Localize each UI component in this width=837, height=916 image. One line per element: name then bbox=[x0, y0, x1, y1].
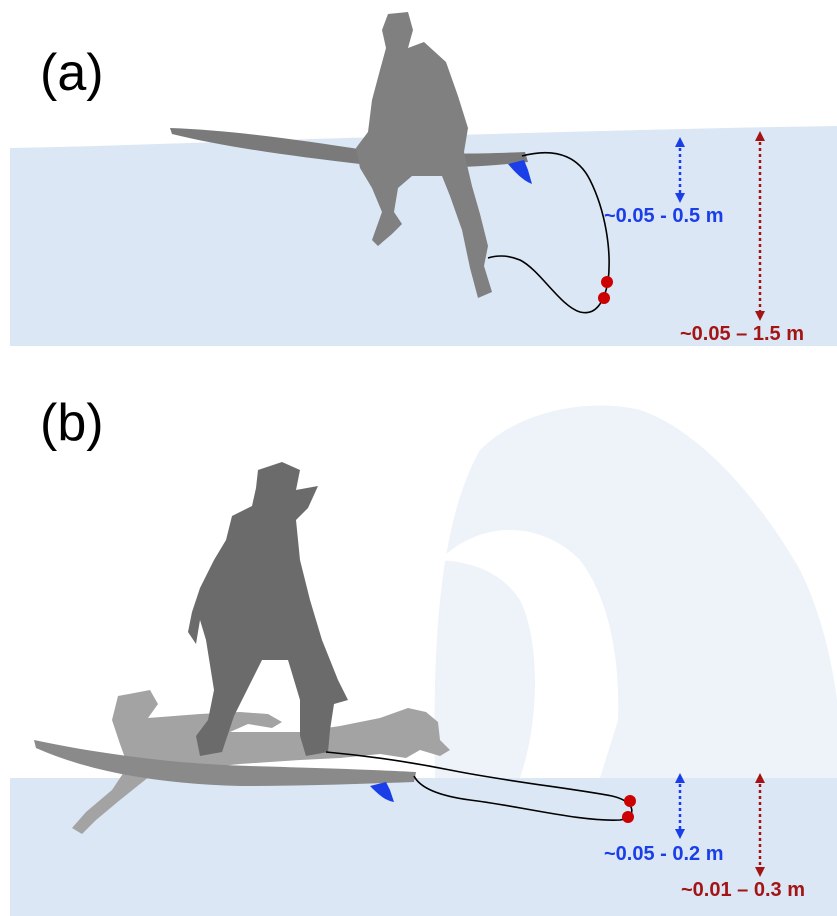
panel-b: (b) ~0.05 - 0.2 m ~0.01 – 0.3 m bbox=[10, 394, 837, 916]
sensor-icon bbox=[598, 292, 610, 304]
wave-curl bbox=[440, 530, 619, 778]
sensor-depth-label: ~0.05 – 1.5 m bbox=[680, 323, 804, 345]
sensor-icon bbox=[622, 811, 634, 823]
sensor-depth-label: ~0.01 – 0.3 m bbox=[681, 879, 805, 901]
fin-depth-label: ~0.05 - 0.5 m bbox=[604, 205, 724, 227]
fin-depth-label: ~0.05 - 0.2 m bbox=[604, 843, 724, 865]
water-surface-a bbox=[10, 126, 837, 346]
sensor-icon bbox=[624, 795, 636, 807]
panel-a: (a) ~0.05 - 0.5 m ~0.05 – 1.5 m bbox=[10, 12, 837, 346]
panel-a-label: (a) bbox=[40, 44, 104, 102]
panel-b-label: (b) bbox=[40, 394, 104, 452]
fin-icon bbox=[370, 782, 394, 802]
surfboard-icon bbox=[34, 740, 416, 786]
surfer-standing-icon bbox=[188, 462, 348, 756]
surfer-sitting-icon bbox=[356, 12, 492, 298]
surfer-paddling-icon bbox=[72, 690, 450, 834]
wave-icon bbox=[434, 405, 837, 778]
fin-icon bbox=[508, 160, 532, 184]
sensor-icon bbox=[601, 276, 613, 288]
